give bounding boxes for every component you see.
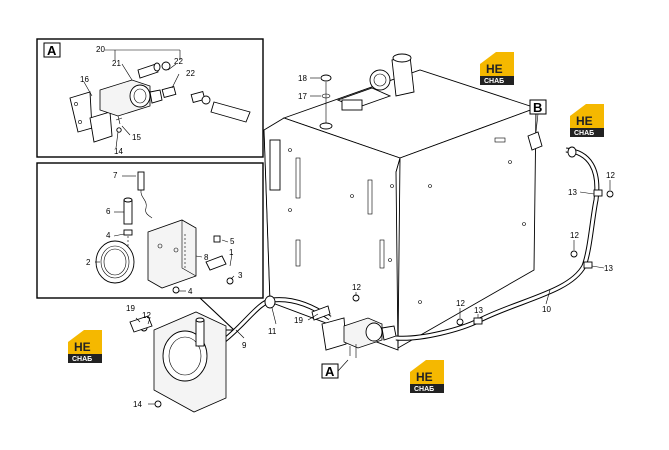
label-12-e: 12 bbox=[456, 299, 465, 308]
watermark-logo: НЕ СНАБ bbox=[570, 104, 604, 137]
label-3: 3 bbox=[238, 271, 243, 280]
label-14-b: 14 bbox=[133, 400, 142, 409]
label-20: 20 bbox=[96, 45, 105, 54]
label-18: 18 bbox=[298, 74, 307, 83]
label-12-c: 12 bbox=[606, 171, 615, 180]
logo-house-shape bbox=[410, 360, 444, 384]
label-12-d: 12 bbox=[570, 231, 579, 240]
callout-label-a: A bbox=[47, 43, 57, 58]
label-9: 9 bbox=[242, 341, 247, 350]
label-19-b: 19 bbox=[294, 316, 303, 325]
label-12-a: 12 bbox=[142, 311, 151, 320]
logo-caption-bar bbox=[410, 384, 444, 393]
label-22-b: 22 bbox=[186, 69, 195, 78]
label-13-a: 13 bbox=[568, 188, 577, 197]
detail-box-a: A 20 21 22 22 16 15 bbox=[36, 38, 264, 158]
label-16: 16 bbox=[80, 75, 89, 84]
label-13-b: 13 bbox=[604, 264, 613, 273]
label-14-a: 14 bbox=[114, 147, 123, 156]
logo-caption: СНАБ bbox=[72, 356, 92, 363]
callout-b: B bbox=[529, 99, 547, 133]
label-21: 21 bbox=[112, 59, 121, 68]
logo-house-shape bbox=[570, 104, 604, 128]
label-13-c: 13 bbox=[474, 306, 483, 315]
logo-caption-bar bbox=[480, 76, 514, 85]
logo-letters: НЕ bbox=[416, 370, 433, 384]
label-15: 15 bbox=[132, 133, 141, 142]
watermark-logo: НЕ СНАБ bbox=[68, 330, 102, 363]
logo-caption: СНАБ bbox=[484, 78, 504, 85]
logo-letters: НЕ bbox=[74, 340, 91, 354]
label-11: 11 bbox=[268, 327, 277, 336]
callout-label-a-lower: A bbox=[325, 364, 335, 379]
watermark-logo: НЕ СНАБ bbox=[480, 52, 514, 85]
logo-letters: НЕ bbox=[576, 114, 593, 128]
logo-caption: СНАБ bbox=[574, 130, 594, 137]
detail-box-drain: 7 6 4 5 8 2 1 3 4 bbox=[36, 162, 264, 299]
main-labels: 18 17 19 12 9 11 12 19 14 12 13 10 12 13… bbox=[126, 74, 615, 409]
logo-caption-bar bbox=[68, 354, 102, 363]
label-10: 10 bbox=[542, 305, 551, 314]
drain-bracket bbox=[129, 311, 227, 413]
label-4-a: 4 bbox=[106, 231, 111, 240]
label-12-b: 12 bbox=[352, 283, 361, 292]
logo-caption: СНАБ bbox=[414, 386, 434, 393]
label-1: 1 bbox=[229, 248, 234, 257]
label-19-a: 19 bbox=[126, 304, 135, 313]
label-2: 2 bbox=[86, 258, 91, 267]
logo-house-shape bbox=[68, 330, 102, 354]
label-7: 7 bbox=[113, 171, 118, 180]
callout-label-b: B bbox=[533, 100, 542, 115]
watermark-logos: НЕ СНАБ НЕ СНАБ НЕ СНАБ НЕ СНАБ bbox=[68, 52, 604, 393]
label-4-b: 4 bbox=[188, 287, 193, 296]
label-6: 6 bbox=[106, 207, 111, 216]
logo-house-shape bbox=[480, 52, 514, 76]
fuel-tank bbox=[263, 53, 543, 351]
label-5: 5 bbox=[230, 237, 235, 246]
logo-letters: НЕ bbox=[486, 62, 503, 76]
valve-assembly-a bbox=[311, 305, 397, 358]
callout-a-lower: A bbox=[321, 359, 349, 379]
label-17: 17 bbox=[298, 92, 307, 101]
watermark-logo: НЕ СНАБ bbox=[410, 360, 444, 393]
label-22-a: 22 bbox=[174, 57, 183, 66]
logo-caption-bar bbox=[570, 128, 604, 137]
label-8: 8 bbox=[204, 253, 209, 262]
